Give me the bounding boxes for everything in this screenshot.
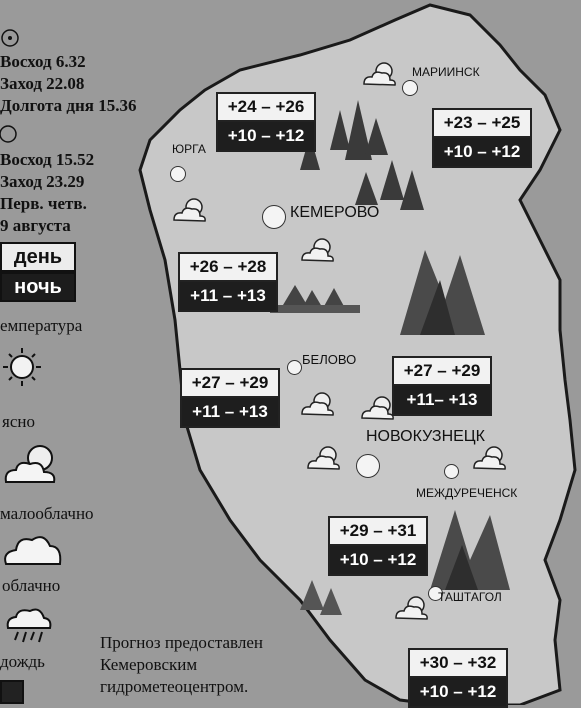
sun-set-text: Заход 22.08 (0, 74, 85, 93)
rain-icon (6, 608, 52, 643)
moon-rise-text: Восход 15.52 (0, 150, 95, 169)
mountains-illustration-east (400, 250, 485, 335)
forecast-day-temp: +29 – +31 (328, 516, 428, 546)
forest-illustration-center (270, 285, 360, 313)
partly-cloudy-legend-icon (4, 445, 56, 483)
city-dot-yurga (170, 166, 186, 182)
forecast-day-temp: +27 – +29 (392, 356, 492, 386)
forecast-belovo: +27 – +29 +11 – +13 (180, 368, 280, 428)
partly-cloudy-icon (307, 446, 340, 470)
forest-illustration-southwest (300, 580, 342, 615)
city-dot-mariinsk (402, 80, 418, 96)
legend-night-box: ночь (0, 272, 76, 302)
forecast-night-temp: +11 – +13 (180, 398, 280, 428)
city-dot-kemerovo (262, 205, 286, 229)
forecast-night-temp: +11 – +13 (178, 282, 278, 312)
legend-cloudy-label: облачно (2, 576, 61, 595)
legend-clear-label: ясно (2, 412, 35, 431)
partly-cloudy-icon (361, 396, 394, 420)
forecast-night-temp: +10 – +12 (408, 678, 508, 708)
forecast-yurga: +24 – +26 +10 – +12 (216, 92, 316, 152)
cloudy-icon (4, 536, 62, 565)
clear-sun-icon (3, 348, 41, 386)
forecast-tashtagol: +30 – +32 +10 – +12 (408, 648, 508, 708)
forecast-night-temp: +11– +13 (392, 386, 492, 416)
forecast-day-temp: +27 – +29 (180, 368, 280, 398)
city-dot-belovo (287, 360, 302, 375)
legend-partly-cloudy-label: малооблачно (0, 504, 94, 523)
city-label-tashtagol: Таштагол (438, 590, 502, 604)
moon-phase-date-text: 9 августа (0, 216, 71, 235)
city-label-mariinsk: Мариинск (412, 65, 480, 79)
city-label-mezhdurechensk: Междуреченск (416, 486, 518, 500)
forecast-day-temp: +24 – +26 (216, 92, 316, 122)
forecast-novokuznetsk: +27 – +29 +11– +13 (392, 356, 492, 416)
forecast-mariinsk: +23 – +25 +10 – +12 (432, 108, 532, 168)
city-label-novokuznetsk: Новокузнецк (366, 428, 485, 445)
forecast-night-temp: +10 – +12 (216, 122, 316, 152)
forecast-kemerovo: +26 – +28 +11 – +13 (178, 252, 278, 312)
day-length-text: Долгота дня 15.36 (0, 96, 137, 115)
forest-illustration-north (300, 100, 424, 210)
moon-outline-icon (0, 125, 17, 143)
publication-logo (0, 680, 24, 704)
legend-temperature-label: емпература (0, 316, 83, 335)
forecast-mezhdurechensk: +29 – +31 +10 – +12 (328, 516, 428, 576)
forecast-day-temp: +23 – +25 (432, 108, 532, 138)
city-label-yurga: Юрга (172, 142, 206, 156)
legend-panel: Восход 6.32 Заход 22.08 Долгота дня 15.3… (0, 0, 170, 705)
forecast-day-temp: +30 – +32 (408, 648, 508, 678)
moon-phase-text: Перв. четв. (0, 194, 87, 213)
partly-cloudy-icon (395, 596, 428, 620)
partly-cloudy-icon (363, 62, 396, 86)
city-label-belovo: Белово (302, 352, 357, 367)
region-shape (138, 3, 577, 705)
moon-set-text: Заход 23.29 (0, 172, 85, 191)
legend-day-box: день (0, 242, 76, 272)
partly-cloudy-icon (473, 446, 506, 470)
credit-line-2: Кемеровским (100, 655, 198, 674)
city-dot-mezhdurechensk (444, 464, 459, 479)
forecast-night-temp: +10 – +12 (432, 138, 532, 168)
partly-cloudy-icon (301, 392, 334, 416)
sun-outline-icon (1, 29, 19, 47)
forecast-day-temp: +26 – +28 (178, 252, 278, 282)
partly-cloudy-icon (173, 198, 206, 222)
sun-rise-text: Восход 6.32 (0, 52, 86, 71)
city-dot-tashtagol (428, 586, 443, 601)
city-dot-novokuznetsk (356, 454, 380, 478)
credit-line-3: гидрометеоцентром. (100, 677, 249, 696)
partly-cloudy-icon (301, 238, 334, 262)
city-label-kemerovo: Кемерово (290, 204, 380, 221)
forecast-credit: Прогноз предоставлен Кемеровским гидроме… (100, 632, 263, 698)
credit-line-1: Прогноз предоставлен (100, 633, 263, 652)
mountains-illustration-south (430, 510, 510, 590)
legend-rain-label: дождь (0, 652, 45, 671)
forecast-night-temp: +10 – +12 (328, 546, 428, 576)
